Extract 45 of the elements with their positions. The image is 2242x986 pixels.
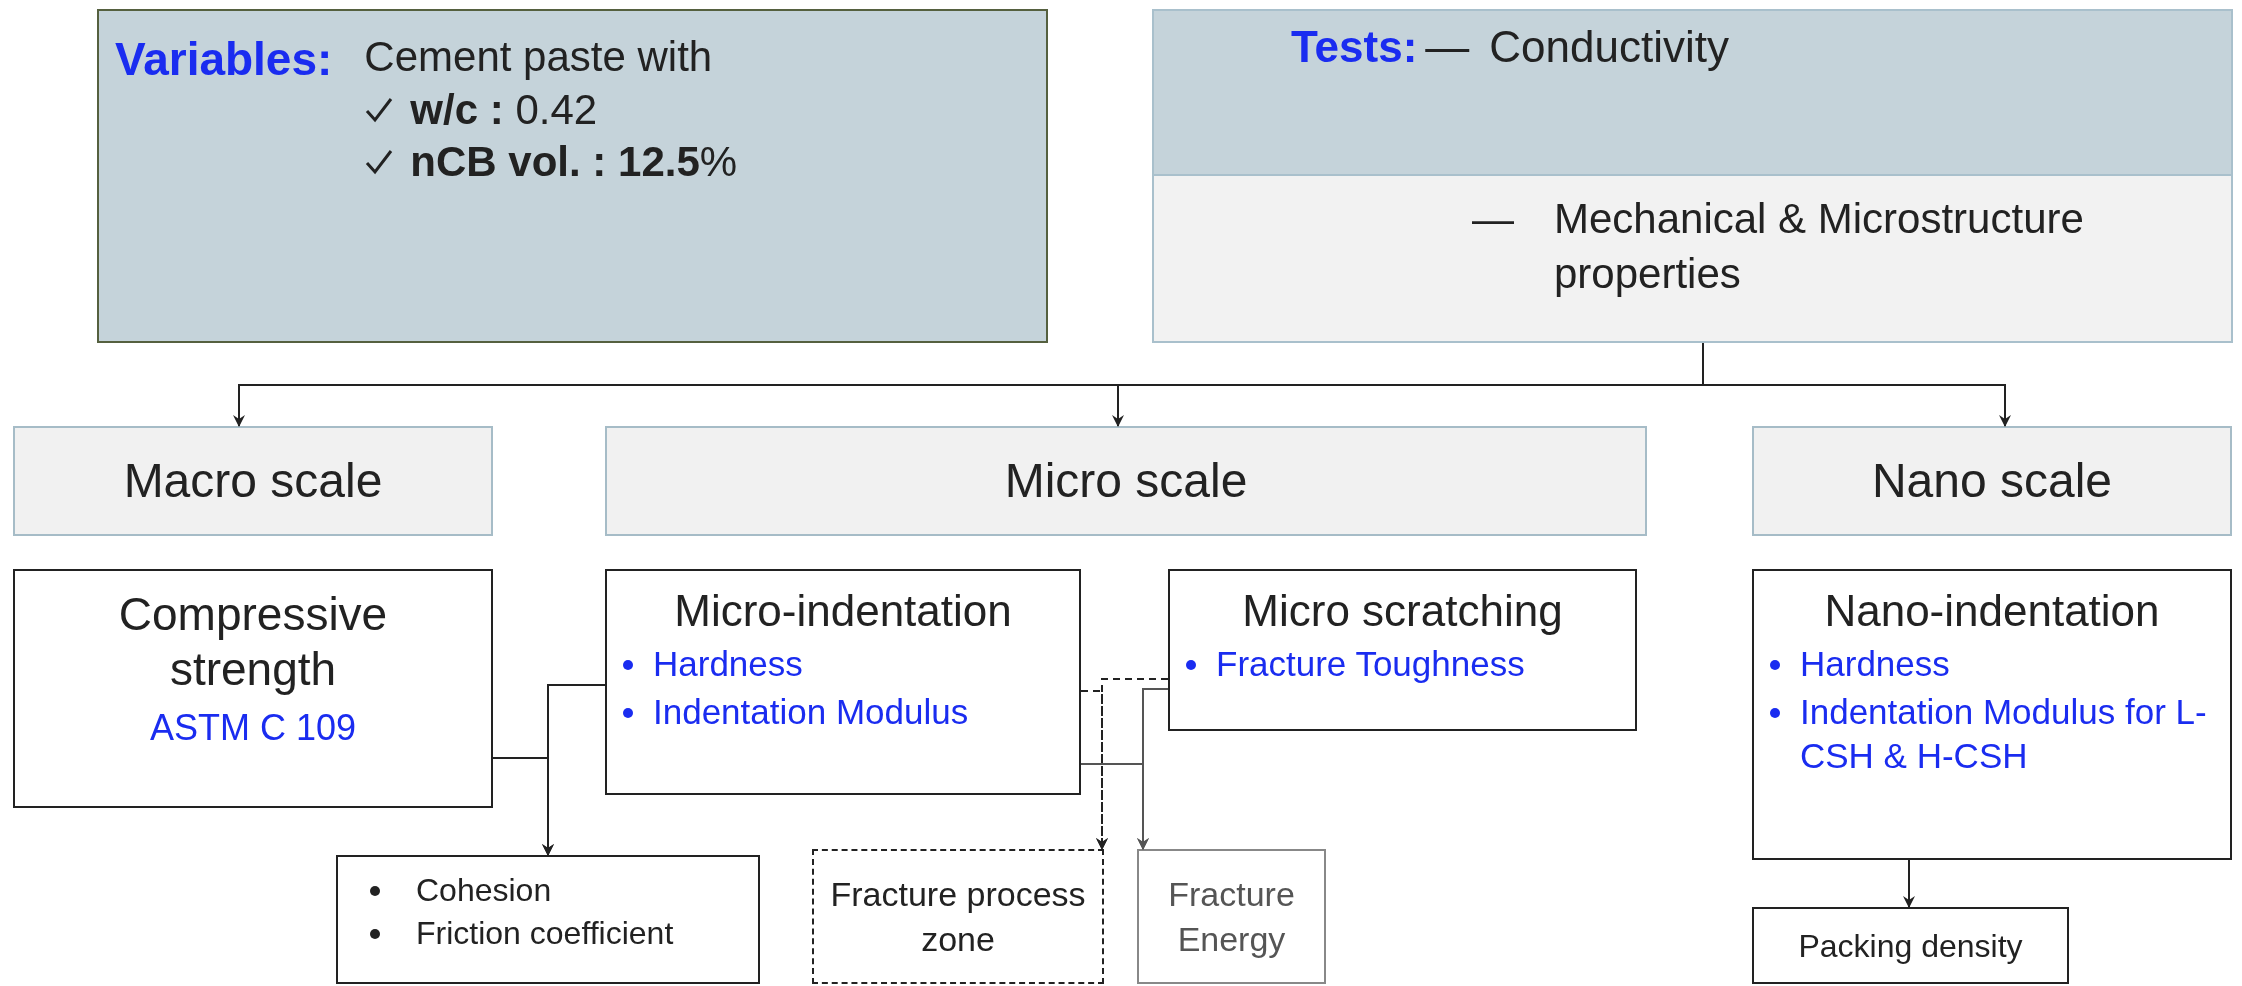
test-box <box>1168 569 1637 731</box>
test-title: Compressive strength <box>117 587 389 698</box>
arrow <box>542 684 606 856</box>
heading: Variables: <box>115 32 333 87</box>
result-box <box>1752 907 2069 984</box>
property-item: Fracture Toughness <box>1216 643 1525 685</box>
result-item: Friction coefficient <box>416 914 674 954</box>
scale-box <box>1752 426 2232 536</box>
test-name: Mechanical & Microstructure properties <box>1554 194 2085 299</box>
scale-title: Micro scale <box>1004 453 1248 509</box>
tests-panel <box>1152 174 2233 343</box>
test-name: Conductivity <box>1489 21 1729 73</box>
variable-item: nCB vol. : 12.5% <box>410 137 738 187</box>
result-box <box>336 855 760 984</box>
dash: — <box>1425 21 1470 73</box>
arrow <box>1096 678 1169 850</box>
scale-box <box>605 426 1647 536</box>
dash: — <box>1472 194 1514 244</box>
test-box <box>1752 569 2232 860</box>
result-item: Cohesion <box>416 871 552 910</box>
scale-box <box>13 426 493 536</box>
standard-text: ASTM C 109 <box>149 706 357 751</box>
test-box <box>605 569 1081 795</box>
arrow <box>1903 859 1915 908</box>
test-box <box>13 569 493 808</box>
arrow <box>1080 763 1149 850</box>
result-text: Fracture process zone <box>829 874 1087 960</box>
result-box <box>1137 849 1326 984</box>
test-title: Micro scratching <box>1242 586 1563 635</box>
property-item: Indentation Modulus <box>653 690 969 733</box>
test-title: Micro-indentation <box>674 586 1012 635</box>
property-item: Indentation Modulus for L-CSH & H-CSH <box>1800 690 2208 777</box>
result-text: Packing density <box>1798 926 2023 966</box>
test-title: Nano-indentation <box>1824 586 2160 635</box>
description: Cement paste with <box>364 32 714 82</box>
tests-panel <box>1152 9 2233 174</box>
heading: Tests: <box>1291 21 1418 73</box>
scale-title: Macro scale <box>123 453 383 509</box>
scale-title: Nano scale <box>1871 453 2113 509</box>
variables-panel <box>97 9 1048 343</box>
result-text: Fracture Energy <box>1167 874 1296 960</box>
property-item: Hardness <box>1800 643 1950 685</box>
variable-item: w/c : 0.42 <box>410 84 598 135</box>
result-box <box>812 849 1104 984</box>
property-item: Hardness <box>653 643 803 685</box>
